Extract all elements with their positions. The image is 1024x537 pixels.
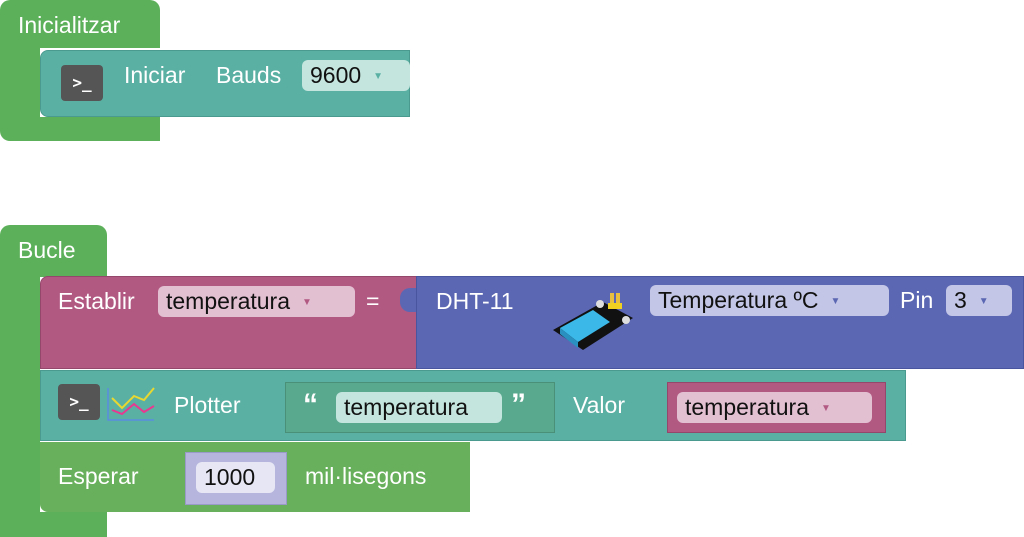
pin-value: 3: [954, 287, 967, 313]
baud-rate-dropdown[interactable]: 9600 ▼: [302, 60, 410, 91]
unit-label: mil·lisegons: [305, 463, 427, 489]
terminal-icon: >_: [58, 384, 100, 420]
terminal-icon: >_: [61, 65, 103, 101]
set-variable-label: Establir: [58, 288, 135, 314]
bauds-label: Bauds: [216, 62, 282, 88]
open-quote: “: [303, 388, 318, 421]
loop-title: Bucle: [18, 237, 76, 263]
text-input[interactable]: temperatura: [336, 392, 502, 423]
variable-dropdown[interactable]: temperatura ▼: [158, 286, 355, 317]
text-value: temperatura: [344, 394, 469, 420]
baud-rate-value: 9600: [310, 62, 362, 88]
loop-block-arm: [0, 270, 40, 537]
setup-block-footer: [0, 117, 160, 141]
chevron-down-icon: ▼: [830, 295, 841, 307]
loop-block-footer: [0, 512, 107, 537]
setup-title: Inicialitzar: [18, 12, 121, 38]
serial-begin-label: Iniciar: [124, 62, 186, 88]
setup-block-arm: [0, 40, 40, 130]
variable-getter-dropdown[interactable]: temperatura ▼: [677, 392, 872, 423]
chevron-down-icon: ▼: [373, 70, 384, 82]
pin-label: Pin: [900, 287, 934, 313]
equals-sign: =: [366, 288, 380, 314]
chevron-down-icon: ▼: [302, 296, 312, 308]
milliseconds-input[interactable]: 1000: [196, 462, 275, 493]
variable-name: temperatura: [166, 288, 291, 314]
dht11-sensor-image: [548, 290, 638, 356]
milliseconds-value: 1000: [204, 464, 256, 490]
plotter-label: Plotter: [174, 392, 241, 418]
variable-name: temperatura: [685, 394, 810, 420]
loop-block[interactable]: [0, 225, 107, 277]
chart-icon: [106, 386, 156, 422]
measure-value: Temperatura ºC: [658, 287, 819, 313]
chevron-down-icon: ▼: [978, 295, 989, 307]
dht11-label: DHT-11: [436, 288, 514, 314]
chevron-down-icon: ▼: [821, 402, 831, 414]
measure-dropdown[interactable]: Temperatura ºC ▼: [650, 285, 889, 316]
value-label: Valor: [573, 392, 625, 418]
wait-label: Esperar: [58, 463, 139, 489]
puzzle-connector: [400, 288, 416, 312]
close-quote: ”: [511, 388, 526, 421]
pin-dropdown[interactable]: 3▼: [946, 285, 1012, 316]
